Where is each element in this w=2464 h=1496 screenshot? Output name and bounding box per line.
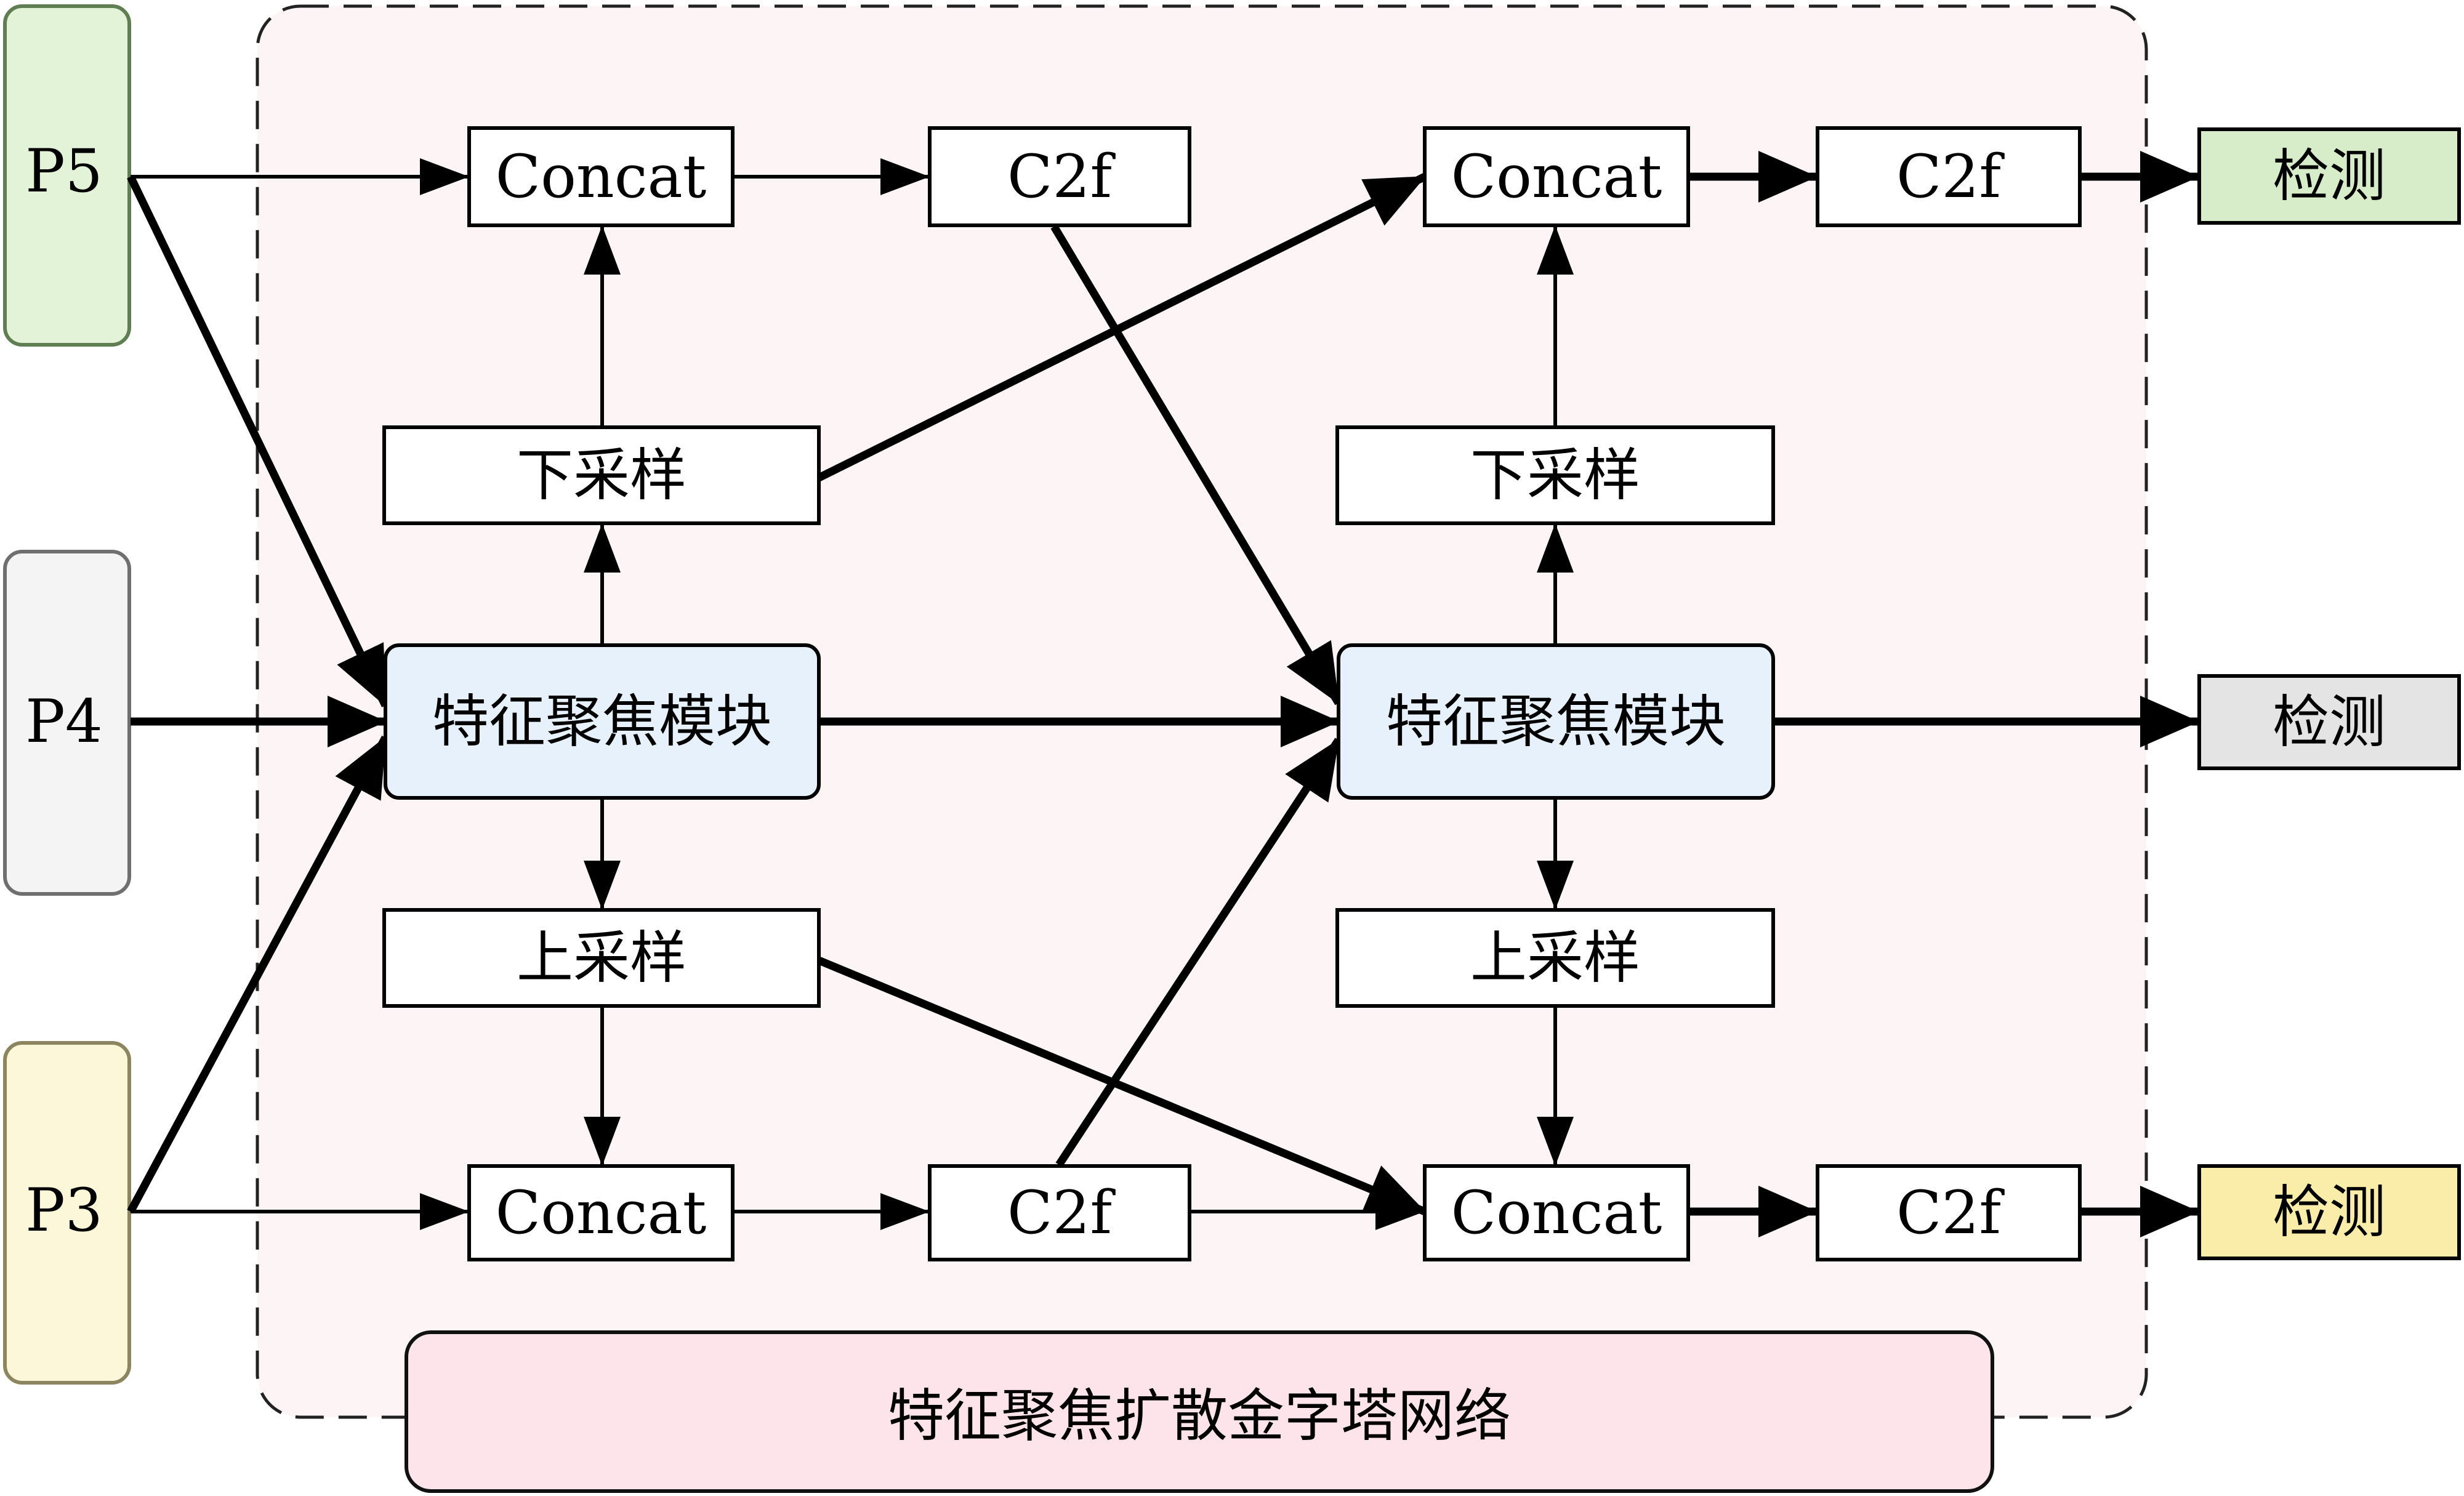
downsample-left-box [382, 425, 821, 525]
detect-mid-label: 检测 [2273, 690, 2386, 755]
c2f-bottom-left-box [928, 1164, 1191, 1261]
concat-top-left-label: Concat [496, 142, 707, 211]
edge-c2f-top-to-module2 [1050, 224, 1342, 706]
concat-top-left-box [467, 126, 735, 227]
detect-top-label: 检测 [2273, 143, 2386, 209]
detect-bottom-label: 检测 [2273, 1180, 2386, 1245]
edge-p3-to-module1 [127, 735, 389, 1214]
downsample-right-box [1335, 425, 1775, 525]
focus-module-right-box [1337, 643, 1775, 800]
upsample-left-label: 上采样 [517, 925, 686, 991]
p3-input-box [3, 1041, 131, 1385]
network-label-box [405, 1330, 1994, 1493]
edge-p5-to-module1 [127, 175, 389, 707]
network-label: 特征聚焦扩散金字塔网络 [888, 1383, 1511, 1449]
upsample-left-box [382, 908, 821, 1008]
c2f-top-right-box [1816, 126, 2082, 227]
detect-bottom-box [2197, 1164, 2461, 1260]
concat-bottom-right-box [1423, 1164, 1690, 1261]
downsample-left-label: 下采样 [517, 443, 686, 509]
p4-label: P4 [25, 687, 103, 756]
c2f-bottom-right-box [1816, 1164, 2082, 1261]
upsample-right-label: 上采样 [1470, 925, 1640, 991]
p5-label: P5 [25, 137, 103, 206]
concat-bottom-left-box [467, 1164, 735, 1261]
c2f-top-left-box [928, 126, 1191, 227]
c2f-top-left-label: C2f [1007, 142, 1116, 211]
detect-top-box [2197, 127, 2461, 225]
downsample-right-label: 下采样 [1470, 443, 1640, 509]
c2f-top-right-label: C2f [1896, 142, 2005, 211]
p4-input-box [3, 550, 131, 896]
c2f-bottom-left-label: C2f [1007, 1178, 1116, 1247]
edge-c2f-bottom-to-module2 [1055, 738, 1342, 1167]
concat-top-right-box [1423, 126, 1690, 227]
upsample-right-box [1335, 908, 1775, 1008]
focus-module-right-label: 特征聚焦模块 [1386, 689, 1726, 755]
p3-label: P3 [25, 1176, 103, 1245]
focus-module-left-label: 特征聚焦模块 [432, 689, 772, 755]
concat-bottom-left-label: Concat [496, 1178, 707, 1247]
concat-top-right-label: Concat [1451, 142, 1662, 211]
edge-up1-to-concat-bottom-right [817, 956, 1427, 1216]
c2f-bottom-right-label: C2f [1896, 1178, 2005, 1247]
concat-bottom-right-label: Concat [1451, 1178, 1662, 1247]
p5-input-box [3, 4, 131, 347]
focus-module-left-box [384, 643, 821, 800]
detect-mid-box [2197, 674, 2461, 770]
edge-down1-to-concat-top-right [817, 173, 1427, 481]
